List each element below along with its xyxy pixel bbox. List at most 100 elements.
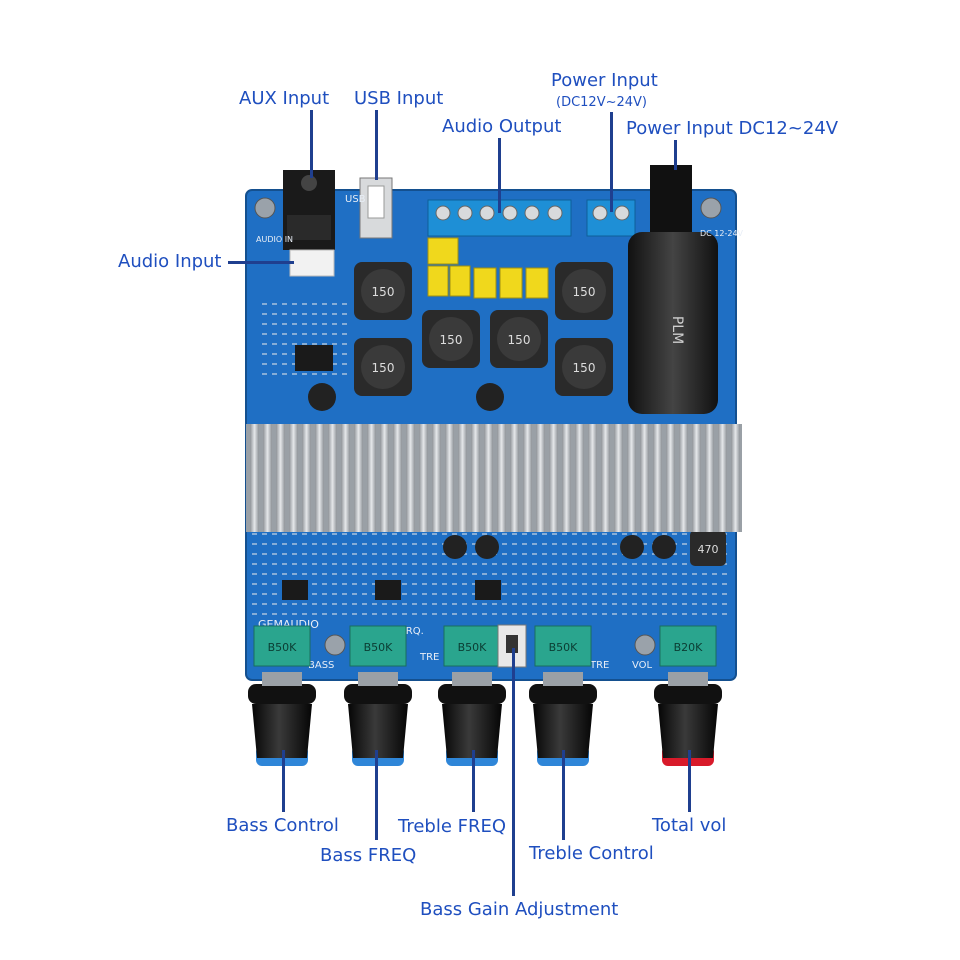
silk-frq: FRQ. [400, 626, 424, 637]
heatsink-fin [432, 424, 441, 532]
small-inductor-label: 470 [698, 543, 719, 556]
silk-dc: DC 12-24V [700, 229, 744, 238]
heatsink-fin [484, 424, 493, 532]
silk-tre-2: TRE [589, 660, 609, 671]
callout-bass-freq: Bass FREQ [320, 845, 417, 866]
lead-audio-input [228, 261, 294, 264]
small-capacitors: 470 [308, 383, 726, 566]
lead-treble-freq [472, 750, 475, 812]
silk-usb: USB [345, 194, 366, 205]
switch-lever-icon [506, 635, 518, 653]
potentiometer-value: B50K [458, 641, 488, 654]
control-knob[interactable] [529, 672, 597, 766]
heatsink-fin [614, 424, 623, 532]
knobs [248, 672, 722, 766]
inductor-label: 150 [508, 333, 531, 347]
heatsink-fin [731, 424, 740, 532]
heatsink-fin [718, 424, 727, 532]
heatsink-fin [575, 424, 584, 532]
callout-audio-output: Audio Output [442, 116, 562, 137]
callout-aux-input: AUX Input [239, 88, 330, 109]
heatsink-fin [419, 424, 428, 532]
lead-bass-control [282, 750, 285, 812]
lead-bass-freq [375, 750, 378, 840]
heatsink-fin [458, 424, 467, 532]
inductor-label: 150 [372, 285, 395, 299]
heatsink-fin [471, 424, 480, 532]
potentiometer-body [534, 625, 592, 667]
heatsink-fin [653, 424, 662, 532]
heatsink-fin [250, 424, 259, 532]
inductor-label: 150 [573, 361, 596, 375]
heatsink-fin [302, 424, 311, 532]
heatsink-fin [315, 424, 324, 532]
potentiometer-value: B20K [674, 641, 704, 654]
lead-total-vol [688, 750, 691, 812]
lead-bass-gain [512, 648, 515, 896]
inductors: 150 150 150 150 150 150 [354, 262, 613, 396]
heatsink-fin [367, 424, 376, 532]
heatsink-fin [354, 424, 363, 532]
heatsink-fin [692, 424, 701, 532]
heatsink-fin [289, 424, 298, 532]
lead-power-jack [674, 140, 677, 170]
heatsink-fin [640, 424, 649, 532]
potentiometer-value: B50K [268, 641, 298, 654]
heatsink-fin [601, 424, 610, 532]
heatsink [246, 424, 742, 532]
control-knob[interactable] [654, 672, 722, 766]
inductor-label: 150 [440, 333, 463, 347]
callout-treble-freq: Treble FREQ [398, 816, 507, 837]
heatsink-fin [263, 424, 272, 532]
heatsink-fin [627, 424, 636, 532]
control-knob[interactable] [344, 672, 412, 766]
film-capacitors [427, 237, 549, 299]
inductor-label: 150 [372, 361, 395, 375]
callout-bass-gain: Bass Gain Adjustment [420, 899, 619, 920]
lead-aux [310, 110, 313, 178]
lead-power-top [610, 112, 613, 212]
heatsink-fin [523, 424, 532, 532]
callout-treble-control: Treble Control [529, 843, 654, 864]
callout-audio-input: Audio Input [118, 251, 222, 272]
heatsink-fin [380, 424, 389, 532]
audio-output-terminal [427, 199, 572, 237]
heatsink-fin [445, 424, 454, 532]
potentiometer-body [443, 625, 501, 667]
potentiometer-body [253, 625, 311, 667]
potentiometer-body [659, 625, 717, 667]
potentiometer-value: B50K [549, 641, 579, 654]
heatsink-fin [276, 424, 285, 532]
lead-treble-control [562, 750, 565, 840]
heatsink-fin [341, 424, 350, 532]
potentiometer-value: B50K [364, 641, 394, 654]
capacitor-label: PLM [669, 316, 685, 344]
callout-power-input-sub: (DC12V~24V) [556, 95, 647, 110]
heatsink-fin [393, 424, 402, 532]
callout-usb-input: USB Input [354, 88, 444, 109]
heatsink-fin [705, 424, 714, 532]
control-knob[interactable] [438, 672, 506, 766]
callout-total-vol: Total vol [652, 815, 727, 836]
silk-bass: BASS [308, 660, 334, 671]
heatsink-fin [536, 424, 545, 532]
mounting-screw-icon [254, 197, 722, 656]
silk-audio-in: AUDIO IN [256, 235, 293, 244]
main-capacitor: PLM [628, 232, 718, 414]
lead-usb [375, 110, 378, 180]
heatsink-fin [679, 424, 688, 532]
audio-input-connector [289, 249, 335, 277]
heatsink-fin [549, 424, 558, 532]
silk-vol: VOL [632, 660, 653, 671]
callout-power-input-jack: Power Input DC12~24V [626, 118, 839, 139]
usb-port [359, 177, 393, 239]
ic-chips [282, 345, 501, 600]
potentiometers: B50K B50K B50K B50K B20K [253, 625, 717, 667]
lead-audio-out [498, 138, 501, 213]
potentiometer-body [349, 625, 407, 667]
heatsink-fin [666, 424, 675, 532]
callout-power-input: Power Input [551, 70, 658, 91]
heatsink-fin [406, 424, 415, 532]
